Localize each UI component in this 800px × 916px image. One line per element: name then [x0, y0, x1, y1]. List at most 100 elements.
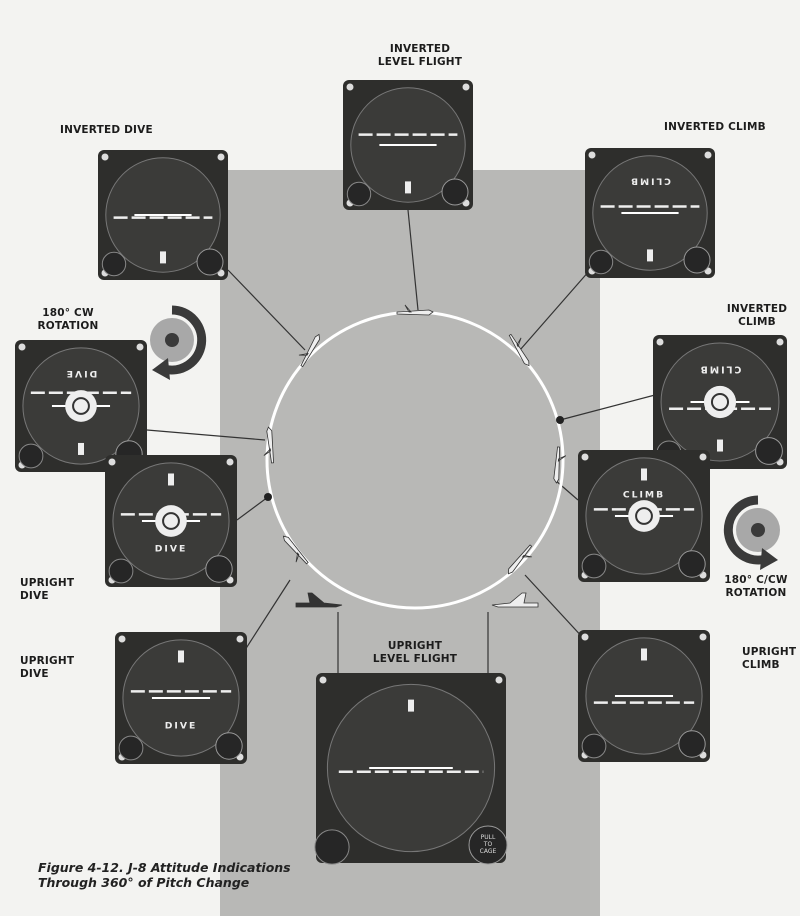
dial-climb-text: CLIMB [699, 364, 742, 375]
screw-icon [656, 338, 664, 346]
bank-pointer [405, 181, 411, 194]
screw-icon [588, 151, 596, 159]
screw-icon [217, 153, 225, 161]
attitude-indicator: DIVE [105, 455, 237, 587]
adjust-knob [101, 251, 127, 277]
cage-knob [678, 730, 706, 758]
attitude-indicator [343, 80, 473, 210]
caption-line-1: Figure 4-12. J-8 Attitude Indications [38, 860, 291, 875]
cage-knob [678, 550, 706, 578]
screw-icon [18, 343, 26, 351]
cage-knob [205, 555, 233, 583]
adjust-knob [108, 558, 134, 584]
bank-pointer [178, 650, 184, 663]
adjust-knob [346, 181, 372, 207]
marker-dot [556, 416, 564, 424]
cage-knob [196, 248, 224, 276]
cage-text: CAGE [480, 848, 497, 855]
dial-climb-text: CLIMB [623, 490, 665, 501]
aircraft-icon [491, 592, 539, 608]
screw-icon [108, 458, 116, 466]
screw-icon [581, 633, 589, 641]
screw-icon [699, 453, 707, 461]
bank-pointer [78, 442, 84, 455]
pole-sphere [65, 390, 97, 422]
attitude-indicator: CLIMB [585, 148, 715, 278]
bank-pointer [641, 468, 647, 481]
attitude-indicator: CLIMB [578, 450, 710, 582]
cage-knob [468, 825, 508, 865]
adjust-knob [588, 249, 614, 275]
attitude-indicator: DIVE [15, 340, 147, 472]
screw-icon [136, 343, 144, 351]
screw-icon [699, 633, 707, 641]
caption-line-2: Through 360° of Pitch Change [38, 875, 250, 890]
adjust-knob [314, 829, 350, 865]
aircraft-silhouettes [263, 304, 567, 608]
aircraft-icon [396, 304, 434, 316]
label-inverted-dive: INVERTED DIVE [60, 124, 153, 136]
aircraft-icon [263, 426, 274, 464]
attitude-indicator: CLIMB [653, 335, 787, 469]
dial-dive-text: DIVE [65, 368, 98, 379]
screw-icon [704, 151, 712, 159]
aircraft-icon [295, 592, 343, 608]
dial-dive-text: DIVE [155, 543, 188, 554]
dial-climb-text: CLIMB [629, 175, 671, 185]
adjust-knob [18, 443, 44, 469]
screw-icon [346, 83, 354, 91]
cw-rotation-icon [150, 305, 207, 380]
adjust-knob [118, 735, 144, 761]
aircraft-icon [507, 544, 533, 575]
screw-icon [462, 83, 470, 91]
screw-icon [236, 635, 244, 643]
pole-sphere [703, 385, 737, 419]
label-inverted-climb-top: INVERTED CLIMB [664, 121, 766, 133]
dial-dive-text: DIVE [165, 720, 198, 731]
cage-text: PULL [481, 834, 496, 841]
bank-pointer [408, 699, 414, 712]
pole-sphere [155, 505, 187, 537]
cage-text: TO [483, 841, 493, 848]
bank-pointer [160, 251, 166, 264]
cage-knob [683, 246, 711, 274]
figure-caption: Figure 4-12. J-8 Attitude Indications Th… [38, 860, 291, 890]
adjust-knob [581, 553, 607, 579]
aircraft-icon [508, 333, 530, 367]
screw-icon [319, 676, 327, 684]
attitude-indicator [578, 630, 710, 762]
screw-icon [776, 338, 784, 346]
adjust-knob [581, 733, 607, 759]
attitude-indicator [98, 150, 228, 280]
bank-pointer [168, 473, 174, 486]
aircraft-icon [553, 446, 567, 484]
screw-icon [118, 635, 126, 643]
screw-icon [495, 676, 503, 684]
screw-icon [581, 453, 589, 461]
screw-icon [226, 458, 234, 466]
cage-knob [441, 178, 469, 206]
aircraft-icon [298, 333, 321, 368]
screw-icon [101, 153, 109, 161]
cage-knob [215, 732, 243, 760]
attitude-indicator: DIVE [115, 632, 247, 764]
pole-sphere [628, 500, 660, 532]
aircraft-icon [282, 535, 309, 565]
bank-pointer [647, 249, 653, 262]
marker-dot [264, 493, 272, 501]
bank-pointer [717, 439, 723, 452]
leader-lines [146, 209, 656, 680]
ccw-rotation-icon [723, 495, 780, 570]
cage-knob [755, 437, 783, 465]
